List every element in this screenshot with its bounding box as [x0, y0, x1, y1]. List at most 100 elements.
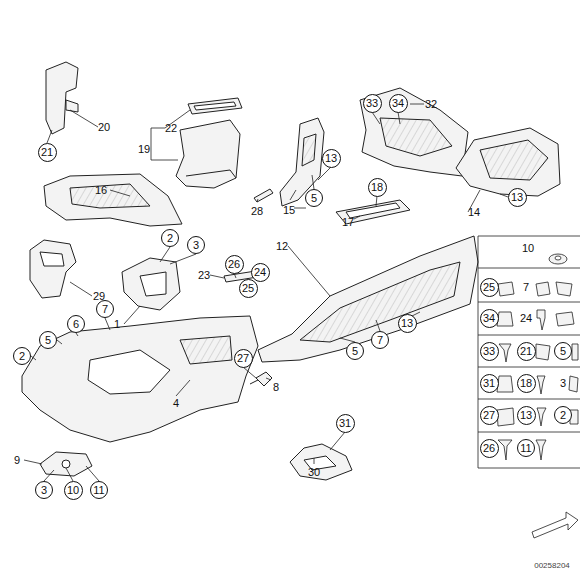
callout-circle: 25 — [480, 278, 499, 297]
part-outline — [380, 118, 452, 156]
callout-circle: 27 — [234, 349, 253, 368]
leader-line — [31, 356, 36, 360]
fastener-icon — [497, 408, 514, 426]
callout-number: 26 — [228, 259, 240, 270]
callout-circle: 18 — [517, 374, 536, 393]
callout-circle: 33 — [480, 342, 499, 361]
callout-number: 30 — [307, 466, 321, 479]
callout-number: 34 — [483, 313, 495, 324]
callout-number: 15 — [282, 204, 296, 217]
part-outline — [122, 258, 180, 310]
callout-circle: 11 — [90, 481, 108, 499]
callout-number: 7 — [102, 304, 108, 315]
part-outline — [250, 380, 258, 384]
callout-number: 26 — [483, 443, 495, 454]
part-outline — [44, 174, 182, 226]
leader-line — [290, 190, 296, 200]
fastener-icon — [478, 432, 580, 433]
callout-number: 24 — [519, 312, 533, 325]
leader-line — [376, 196, 377, 206]
callout-number: 4 — [172, 397, 180, 410]
callout-circle: 13 — [508, 188, 527, 207]
leader-line — [66, 468, 73, 481]
callout-number: 2 — [167, 233, 173, 244]
leader-line — [266, 378, 271, 380]
callout-number: 13 — [511, 192, 523, 203]
leader-line — [76, 333, 78, 336]
leader-line — [170, 254, 196, 264]
fastener-icon — [556, 282, 572, 296]
callout-number: 8 — [272, 381, 280, 394]
callout-circle: 10 — [64, 481, 83, 500]
callout-circle: 31 — [336, 414, 355, 433]
callout-circle: 31 — [480, 374, 499, 393]
part-outline — [188, 98, 242, 114]
callout-number: 27 — [483, 410, 495, 421]
leader-line — [70, 282, 92, 296]
leader-line — [376, 320, 380, 331]
part-outline — [62, 460, 70, 468]
callout-number: 22 — [164, 122, 178, 135]
fastener-icon — [537, 310, 545, 330]
leader-line — [86, 466, 99, 481]
callout-circle: 34 — [480, 309, 499, 328]
leader-line — [210, 275, 224, 278]
callout-number: 21 — [41, 147, 53, 158]
leader-line — [257, 199, 258, 202]
leader-line — [410, 104, 424, 105]
part-outline — [40, 252, 64, 266]
leader-line — [47, 130, 52, 143]
leader-line — [176, 380, 190, 396]
callout-number: 3 — [559, 377, 567, 390]
callout-number: 11 — [520, 443, 531, 454]
part-group — [22, 62, 560, 480]
callout-number: 5 — [352, 346, 358, 357]
callout-circle: 7 — [96, 300, 114, 318]
callout-circle: 5 — [554, 342, 572, 360]
fastener-icon — [569, 376, 578, 392]
fastener-icon — [536, 282, 550, 296]
callout-number: 16 — [94, 184, 108, 197]
callout-number: 27 — [237, 353, 249, 364]
leader-line — [57, 340, 62, 344]
leader-line — [24, 460, 42, 464]
callout-number: 34 — [392, 98, 404, 109]
callout-number: 18 — [520, 378, 532, 389]
part-outline — [480, 140, 548, 180]
callout-number: 10 — [67, 485, 79, 496]
fastener-icon — [478, 302, 580, 303]
part-outline — [302, 134, 316, 166]
leader-line — [243, 367, 256, 378]
fastener-icon — [478, 367, 580, 368]
part-outline — [176, 120, 240, 188]
callout-circle: 5 — [305, 189, 323, 207]
callout-number: 18 — [371, 182, 383, 193]
callout-circle: 26 — [480, 439, 499, 458]
fastener-icon — [556, 312, 574, 326]
fastener-icon — [536, 440, 546, 460]
callout-number: 10 — [521, 242, 535, 255]
callout-number: 20 — [97, 121, 111, 134]
callout-number: 31 — [339, 418, 351, 429]
callout-circle: 13 — [517, 406, 536, 425]
part-outline — [140, 272, 166, 296]
leader-line — [234, 273, 236, 278]
fastener-icon — [555, 256, 561, 260]
callout-number: 21 — [520, 346, 532, 357]
leader-line — [288, 246, 330, 296]
part-group — [24, 104, 508, 481]
callout-number: 13 — [325, 153, 337, 164]
callout-number: 13 — [401, 318, 413, 329]
leader-line — [398, 112, 400, 124]
callout-number: 12 — [275, 240, 289, 253]
callout-circle: 11 — [517, 439, 535, 457]
fastener-icon — [537, 408, 546, 426]
fastener-icon — [497, 312, 513, 326]
callout-number: 2 — [19, 351, 25, 362]
callout-circle: 6 — [67, 315, 85, 333]
leader-line — [312, 175, 314, 189]
fastener-icon — [498, 440, 512, 460]
callout-circle: 21 — [38, 143, 57, 162]
callout-circle: 3 — [35, 481, 53, 499]
